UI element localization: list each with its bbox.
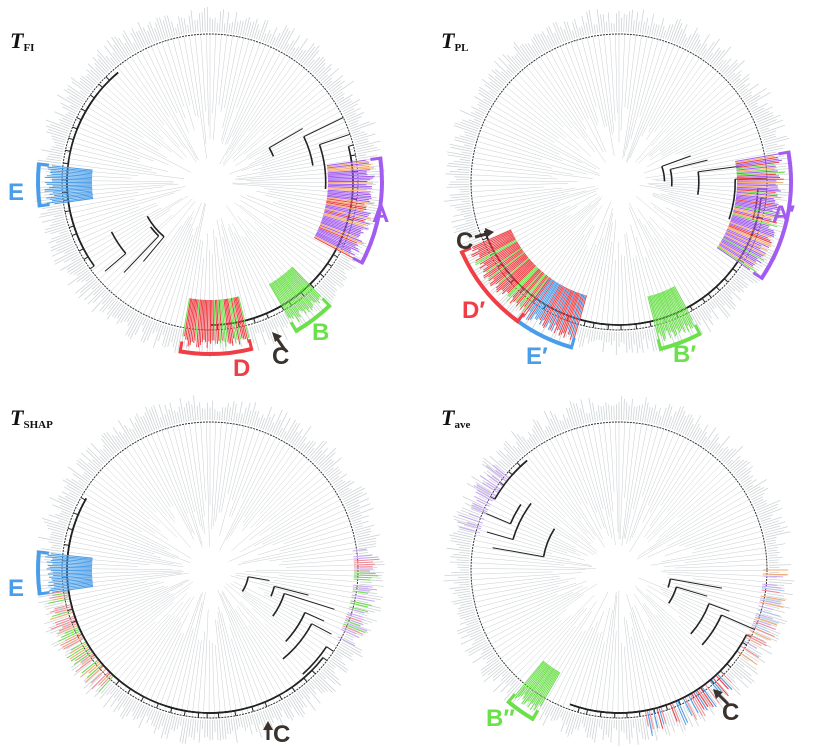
clade-label-a-prime: A′ (772, 201, 795, 228)
clade-label-d-prime: D′ (462, 297, 485, 324)
panel-fi: TFI A B D E C (8, 6, 389, 382)
highlights-shap (36, 548, 380, 692)
c-arrowhead-icon (485, 228, 494, 238)
c-label-fi: C (272, 343, 289, 370)
tree-ave (443, 395, 795, 746)
c-label-shap: C (273, 721, 290, 747)
highlights-ave (457, 464, 789, 736)
clade-label-e-shap: E (8, 575, 24, 602)
clade-label-e: E (8, 179, 24, 206)
c-label-ave: C (722, 699, 739, 726)
c-marker-ave: C (713, 689, 739, 726)
panel-title-shap: TSHAP (10, 405, 53, 431)
c-arrowhead-icon (272, 332, 282, 342)
clade-label-b-double-prime: B″ (486, 705, 515, 732)
panel-title-pl: TPL (441, 28, 469, 54)
clade-label-a: A (372, 201, 389, 228)
panel-shap: TSHAP E C (8, 395, 385, 747)
clade-label-b-prime: B′ (673, 341, 696, 368)
panel-title-ave: Tave (441, 405, 470, 431)
highlights-fi (36, 156, 384, 357)
tree-fi (35, 6, 385, 358)
highlights-pl (459, 150, 794, 352)
c-label-pl: C (456, 228, 473, 255)
clade-label-b: B (312, 319, 329, 346)
c-arrowhead-icon (713, 689, 723, 699)
c-marker-shap: C (263, 721, 290, 747)
c-marker-pl: C (456, 228, 494, 255)
clade-label-d: D (233, 355, 250, 382)
c-marker-fi: C (272, 332, 289, 370)
panel-pl: TPL A′ B′ D′ E′ C (441, 8, 795, 370)
panel-title-fi: TFI (10, 28, 34, 54)
c-arrowhead-icon (263, 721, 273, 730)
clade-label-e-prime: E′ (526, 343, 548, 370)
panel-ave: Tave B″ C (441, 395, 795, 746)
